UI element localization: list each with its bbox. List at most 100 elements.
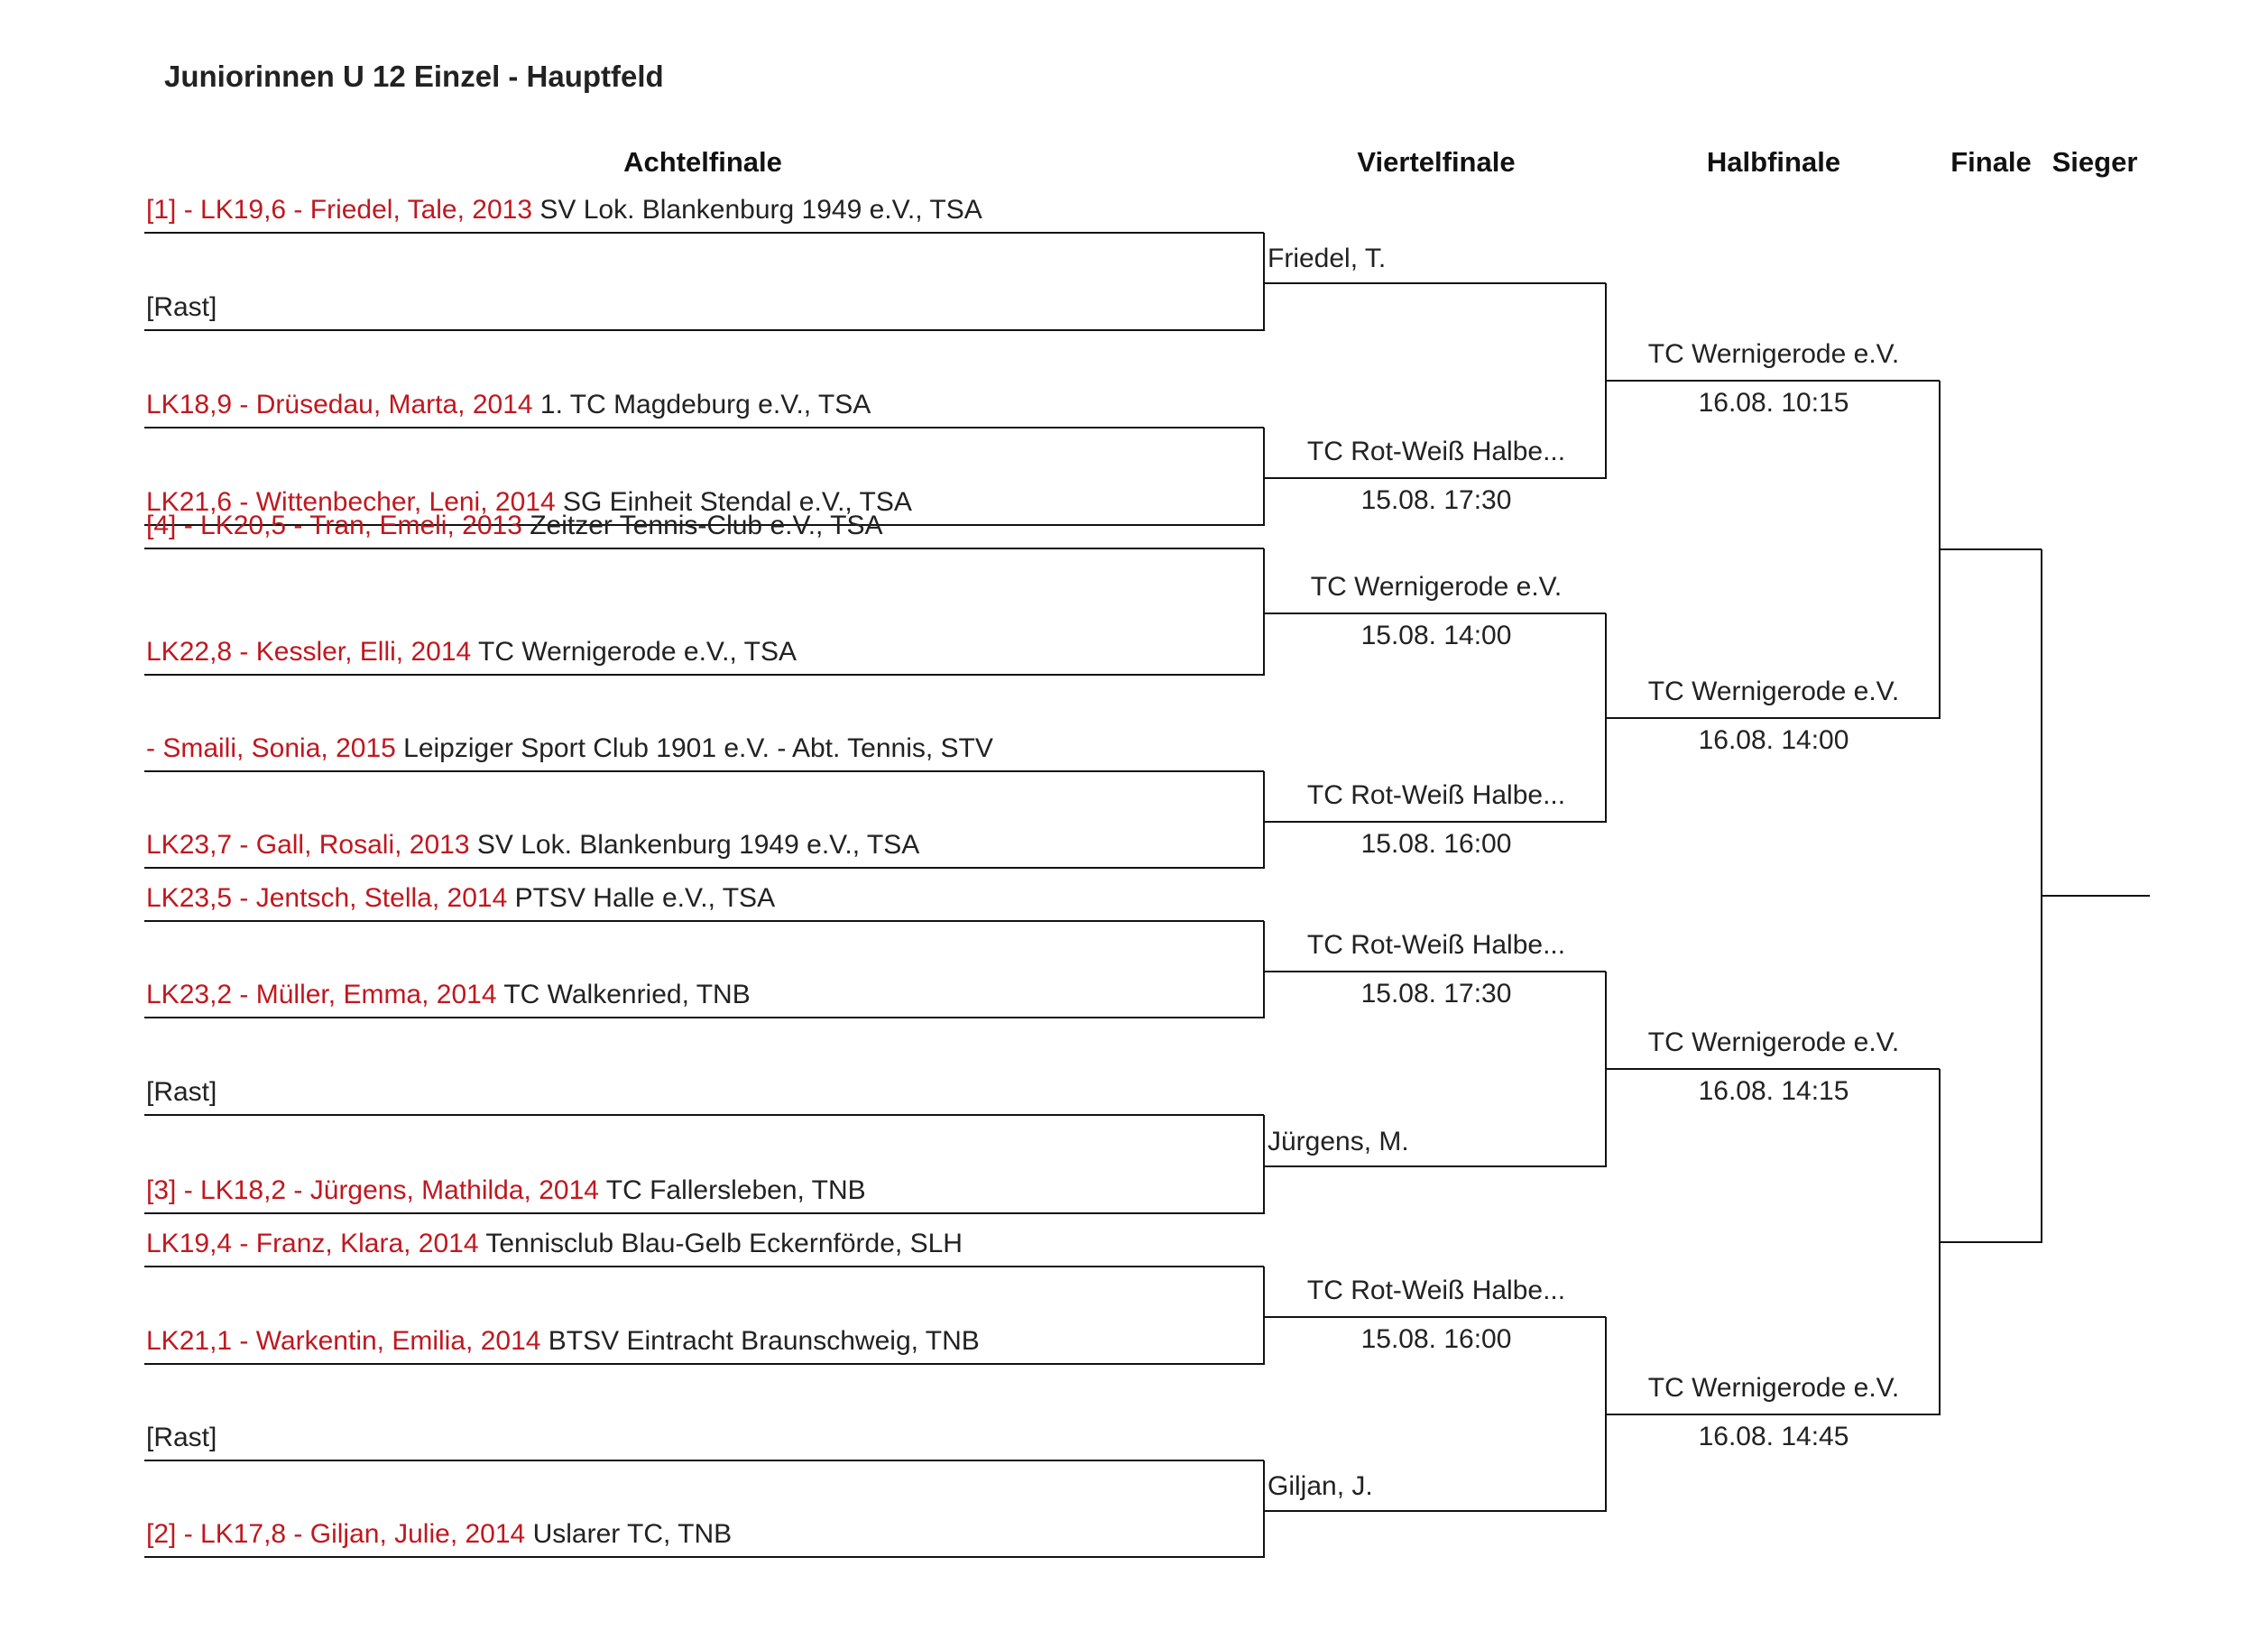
list-item: [4] - LK20,5 - Tran, Emeli, 2013 Zeitzer… [146, 511, 883, 541]
list-item: LK18,9 - Drüsedau, Marta, 2014 1. TC Mag… [146, 390, 871, 420]
match-line [1606, 1068, 1940, 1070]
entry-line [144, 427, 1264, 428]
club-name: Zeitzer Tennis-Club e.V., TSA [521, 511, 883, 540]
entry-line [144, 548, 1264, 549]
match-line [1264, 1165, 1606, 1167]
match-line [1264, 1510, 1606, 1512]
list-item: LK22,8 - Kessler, Elli, 2014 TC Werniger… [146, 637, 797, 668]
match-line [1940, 548, 2042, 550]
match-line [1606, 717, 1940, 719]
bracket-line [1263, 771, 1265, 869]
header-halbfinale: Halbfinale [1706, 146, 1841, 178]
list-item: LK23,7 - Gall, Rosali, 2013 SV Lok. Blan… [146, 830, 919, 861]
winner-name: Giljan, J. [1268, 1471, 1373, 1501]
player-name: LK23,5 - Jentsch, Stella, 2014 [146, 883, 508, 913]
list-item: [Rast] [146, 1423, 217, 1453]
match-line [1606, 380, 1940, 382]
match-venue: TC Wernigerode e.V. [1310, 572, 1563, 602]
match-venue: TC Rot-Weiß Halbe... [1306, 930, 1566, 960]
match-line [1606, 1414, 1940, 1415]
club-name: PTSV Halle e.V., TSA [507, 883, 776, 913]
header-viertelfinale: Viertelfinale [1357, 146, 1516, 178]
bracket-line [1263, 1460, 1265, 1558]
match-venue: TC Rot-Weiß Halbe... [1306, 437, 1566, 466]
entry-line [144, 1114, 1264, 1116]
match-line [1264, 971, 1606, 972]
player-name: LK21,1 - Warkentin, Emilia, 2014 [146, 1326, 541, 1356]
player-name: LK18,9 - Drüsedau, Marta, 2014 [146, 390, 533, 419]
winner-line [2042, 895, 2150, 897]
player-name: LK23,2 - Müller, Emma, 2014 [146, 980, 497, 1009]
header-sieger: Sieger [2051, 146, 2138, 178]
match-venue: TC Wernigerode e.V. [1647, 1027, 1900, 1057]
entry-line [144, 770, 1264, 772]
header-achtelfinale: Achtelfinale [623, 146, 782, 178]
match-time: 15.08. 14:00 [1360, 621, 1512, 650]
list-item: [Rast] [146, 292, 217, 323]
page-title: Juniorinnen U 12 Einzel - Hauptfeld [164, 60, 664, 93]
entry-line [144, 1556, 1264, 1558]
match-venue: TC Wernigerode e.V. [1647, 677, 1900, 706]
club-name: TC Wernigerode e.V., TSA [471, 637, 797, 667]
entry-line [144, 867, 1264, 869]
player-name: [2] - LK17,8 - Giljan, Julie, 2014 [146, 1519, 526, 1549]
list-item: LK21,6 - Wittenbecher, Leni, 2014 SG Ein… [146, 487, 912, 518]
club-name: BTSV Eintracht Braunschweig, TNB [540, 1326, 980, 1356]
player-name: LK23,7 - Gall, Rosali, 2013 [146, 830, 470, 860]
entry-line [144, 1266, 1264, 1267]
match-time: 16.08. 14:45 [1698, 1422, 1849, 1451]
bracket-line [1263, 1115, 1265, 1214]
list-item: LK19,4 - Franz, Klara, 2014 Tennisclub B… [146, 1229, 963, 1259]
club-name: Leipziger Sport Club 1901 e.V. - Abt. Te… [395, 733, 993, 763]
player-name: LK21,6 - Wittenbecher, Leni, 2014 [146, 487, 556, 517]
match-line [1264, 282, 1606, 284]
club-name: [Rast] [146, 1423, 217, 1452]
entry-line [144, 1212, 1264, 1214]
bracket-line [1263, 921, 1265, 1018]
match-time: 16.08. 10:15 [1698, 388, 1849, 418]
entry-line [144, 1460, 1264, 1461]
match-venue: TC Wernigerode e.V. [1647, 339, 1900, 369]
list-item: LK23,2 - Müller, Emma, 2014 TC Walkenrie… [146, 980, 751, 1010]
club-name: [Rast] [146, 1077, 217, 1107]
player-name: LK19,4 - Franz, Klara, 2014 [146, 1229, 479, 1258]
club-name: SV Lok. Blankenburg 1949 e.V., TSA [469, 830, 920, 860]
player-name: - Smaili, Sonia, 2015 [146, 733, 396, 763]
match-venue: TC Rot-Weiß Halbe... [1306, 1276, 1566, 1305]
winner-name: Friedel, T. [1268, 244, 1387, 273]
entry-line [144, 674, 1264, 676]
entry-line [144, 1017, 1264, 1018]
club-name: TC Fallersleben, TNB [598, 1175, 866, 1205]
match-venue: TC Rot-Weiß Halbe... [1306, 780, 1566, 810]
bracket-line [1263, 428, 1265, 526]
match-line [1264, 477, 1606, 479]
entry-line [144, 524, 1264, 526]
header-finale: Finale [1950, 146, 2032, 178]
bracket-line [1263, 233, 1265, 331]
player-name: [3] - LK18,2 - Jürgens, Mathilda, 2014 [146, 1175, 599, 1205]
player-name: [4] - LK20,5 - Tran, Emeli, 2013 [146, 511, 522, 540]
match-line [1264, 613, 1606, 614]
entry-line [144, 232, 1264, 234]
club-name: [Rast] [146, 292, 217, 322]
list-item: [2] - LK17,8 - Giljan, Julie, 2014 Uslar… [146, 1519, 732, 1550]
winner-name: Jürgens, M. [1268, 1127, 1409, 1156]
club-name: Uslarer TC, TNB [525, 1519, 733, 1549]
bracket-line [1263, 1267, 1265, 1365]
club-name: SG Einheit Stendal e.V., TSA [555, 487, 912, 517]
list-item: [Rast] [146, 1077, 217, 1108]
bracket-line [1263, 548, 1265, 676]
list-item: LK21,1 - Warkentin, Emilia, 2014 BTSV Ei… [146, 1326, 980, 1357]
match-line [1940, 1241, 2042, 1243]
entry-line [144, 1363, 1264, 1365]
club-name: TC Walkenried, TNB [496, 980, 751, 1009]
entry-line [144, 920, 1264, 922]
match-venue: TC Wernigerode e.V. [1647, 1373, 1900, 1403]
match-time: 16.08. 14:00 [1698, 725, 1849, 755]
match-time: 15.08. 16:00 [1360, 829, 1512, 859]
club-name: SV Lok. Blankenburg 1949 e.V., TSA [532, 195, 982, 225]
player-name: [1] - LK19,6 - Friedel, Tale, 2013 [146, 195, 533, 225]
match-time: 16.08. 14:15 [1698, 1076, 1849, 1106]
match-time: 15.08. 17:30 [1360, 485, 1512, 515]
